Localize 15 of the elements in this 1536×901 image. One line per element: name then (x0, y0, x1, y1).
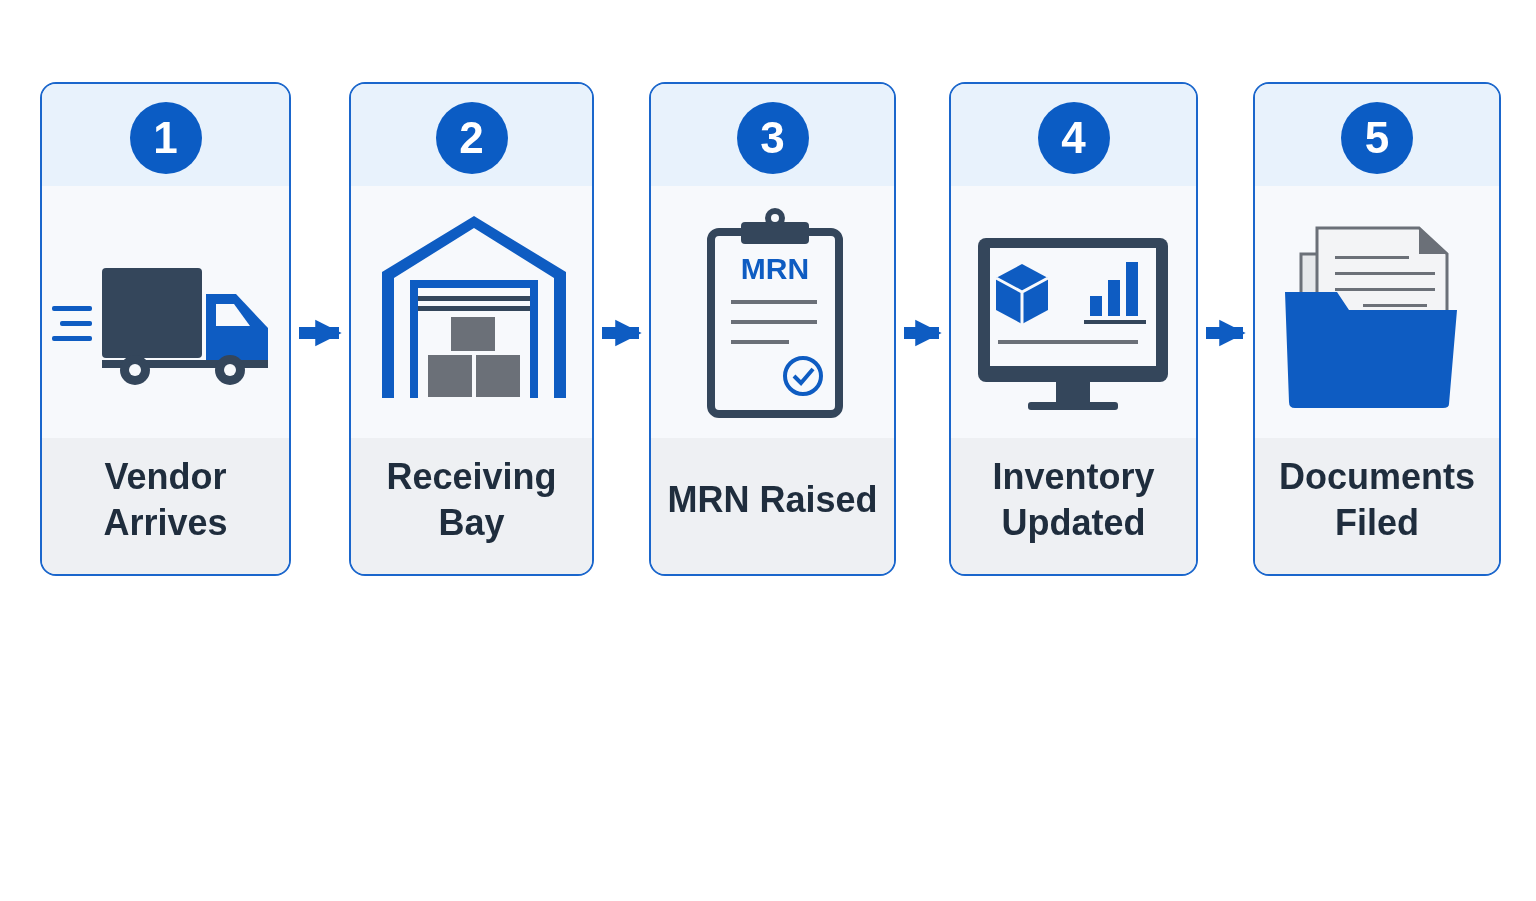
step-title: Receiving Bay (385, 455, 558, 545)
step-card (949, 82, 1198, 576)
arrow (602, 319, 642, 347)
clipboard-title: MRN (739, 254, 811, 284)
step-title: Inventory Updated (991, 455, 1156, 545)
step-title: Vendor Arrives (102, 455, 229, 545)
arrow (299, 319, 342, 347)
step-card (649, 82, 896, 576)
step-title: Documents Filed (1278, 455, 1476, 545)
step-card (40, 82, 291, 576)
arrow (1206, 319, 1246, 347)
step-card (1253, 82, 1501, 576)
step-title: MRN Raised (666, 478, 879, 522)
step-card (349, 82, 594, 576)
arrow (904, 319, 942, 347)
